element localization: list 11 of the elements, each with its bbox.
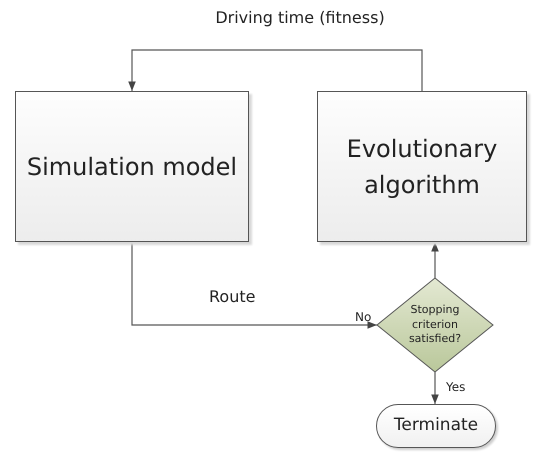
- arrow: [128, 49, 423, 91]
- edge-label: Yes: [446, 380, 466, 394]
- arrow: [131, 242, 377, 329]
- edge-label: Driving time (fitness): [215, 8, 385, 28]
- process-box: Evolutionary algorithm: [317, 91, 527, 242]
- process-box: Simulation model: [15, 91, 249, 242]
- branch-label: No: [355, 310, 372, 324]
- arrow: [431, 242, 439, 278]
- decision-text: Stopping criterion satisfied?: [408, 302, 462, 348]
- arrow: [431, 372, 439, 404]
- terminator: Terminate: [376, 404, 496, 448]
